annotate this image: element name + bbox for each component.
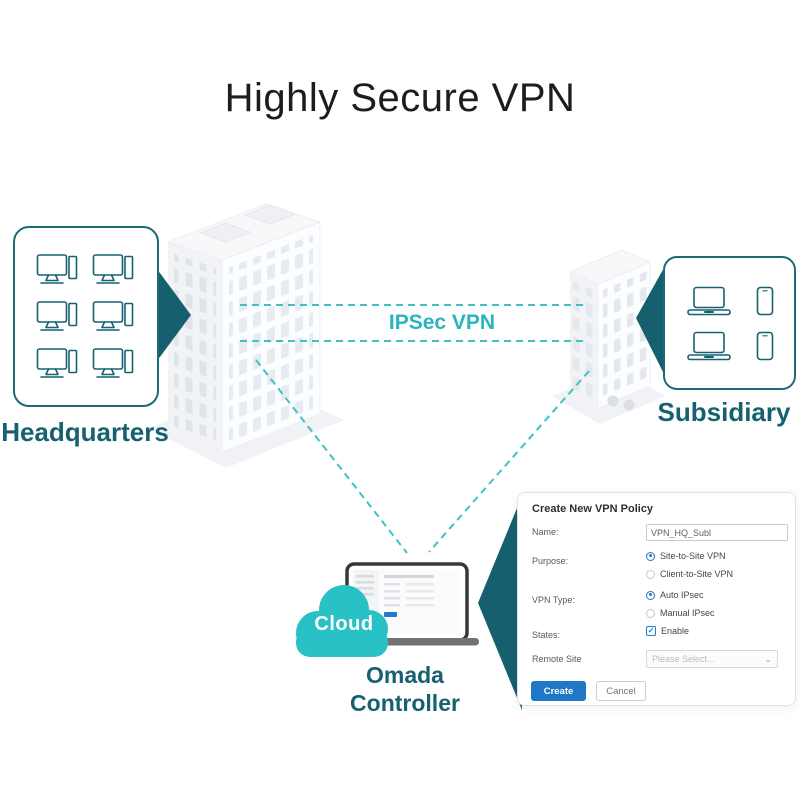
create-button[interactable]: Create [531,681,586,701]
name-input[interactable] [646,524,788,541]
bush-icon [623,399,635,411]
subsidiary-label: Subsidiary [657,397,791,427]
ipsec-vpn-label: IPSec VPN [388,311,496,334]
desktop-icon [36,253,78,284]
vpn-type-label: VPN Type: [532,595,575,605]
bush-icon [607,395,619,407]
radio-manual-ipsec[interactable]: Manual IPsec [646,608,715,618]
radio-label: Auto IPsec [660,590,704,600]
states-enable-row[interactable]: ✓ Enable [646,626,689,636]
radio-selected-icon[interactable] [646,590,655,600]
enable-checkbox[interactable]: ✓ [646,626,656,636]
create-vpn-policy-dialog: Create New VPN Policy Name: Purpose: Sit… [517,492,796,706]
remote-site-label: Remote Site [532,654,582,664]
check-icon: ✓ [647,626,655,635]
laptop-icon [686,286,731,315]
dialog-title: Create New VPN Policy [532,503,654,515]
headquarters-devices-box [13,226,159,407]
page-title: Highly Secure VPN [224,76,576,120]
controller-label-line2: Controller [350,690,460,716]
hq-building [166,203,322,453]
headquarters-label: Headquarters [1,417,169,447]
desktop-icon [36,300,78,331]
desktop-icon [92,253,134,284]
desktop-icon [92,300,134,331]
radio-client-to-site-vpn[interactable]: Client-to-Site VPN [646,569,733,579]
radio-auto-ipsec[interactable]: Auto IPsec [646,590,704,600]
subsidiary-arrow [636,266,665,376]
cancel-button[interactable]: Cancel [596,681,646,701]
cloud-label: Cloud [314,613,374,635]
remote-site-select[interactable]: Please Select... ⌄ [646,650,778,668]
hq-to-controller-line [255,359,408,554]
purpose-label: Purpose: [532,556,569,566]
subsidiary-to-controller-line [428,370,590,553]
controller-label-line1: Omada [366,662,444,688]
subsidiary-devices-box [663,256,796,390]
subsidiary-building [568,249,652,411]
radio-label: Site-to-Site VPN [660,551,726,561]
select-placeholder: Please Select... [652,654,715,664]
radio-label: Manual IPsec [660,608,715,618]
cloud-icon [296,585,388,657]
desktop-icon [36,347,78,378]
checkbox-label: Enable [661,626,690,636]
controller-laptop [331,562,479,646]
chevron-down-icon: ⌄ [764,653,772,664]
laptop-icon [686,331,731,360]
name-label: Name: [532,527,559,537]
desktop-icon [92,347,134,378]
smartphone-icon [756,286,773,315]
controller-label: Omada Controller [315,661,495,717]
radio-label: Client-to-Site VPN [660,569,734,579]
smartphone-icon [756,331,773,360]
radio-unselected-icon[interactable] [646,569,655,579]
controller-arrow [478,496,522,710]
states-label: States: [532,630,561,640]
radio-site-to-site-vpn[interactable]: Site-to-Site VPN [646,551,726,561]
radio-selected-icon[interactable] [646,551,655,561]
radio-unselected-icon[interactable] [646,608,655,618]
